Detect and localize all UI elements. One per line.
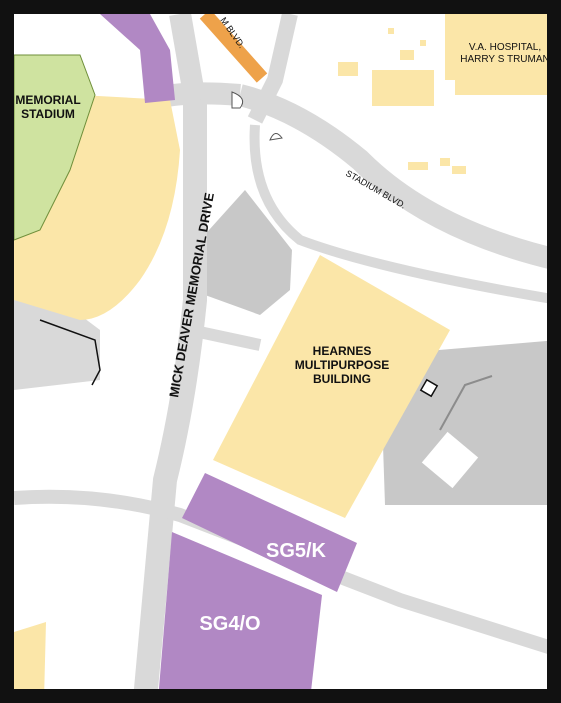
- road-south-diagonal: [13, 489, 561, 657]
- marker-gate: [231, 91, 244, 109]
- label-parking-sg4o: SG4/O: [199, 613, 260, 635]
- road-north: [169, 12, 206, 102]
- building-small: [408, 162, 428, 170]
- road-connector: [188, 324, 262, 351]
- building-small: [338, 62, 358, 76]
- road-m-blvd: [199, 9, 268, 83]
- building-small: [388, 28, 394, 34]
- label-parking-sg5k: SG5/K: [266, 540, 327, 562]
- marker-gate: [269, 133, 283, 141]
- marker-box: [419, 378, 439, 398]
- label-va-hospital-1: V.A. HOSPITAL,: [469, 42, 541, 53]
- small-structure: [421, 431, 479, 489]
- label-hearnes-3: BUILDING: [313, 372, 371, 386]
- road-inner-loop: [249, 124, 559, 305]
- road-mick-deaver: [133, 100, 207, 702]
- label-hearnes-2: MULTIPURPOSE: [295, 358, 389, 372]
- building-southwest: [14, 622, 46, 700]
- building-small: [440, 158, 450, 166]
- building-hearnes[interactable]: [213, 255, 450, 518]
- label-memorial-stadium-1: MEMORIAL: [15, 93, 80, 107]
- label-memorial-stadium-2: STADIUM: [21, 107, 75, 121]
- parking-lot-sg5k[interactable]: [182, 473, 357, 592]
- parking-lot-north[interactable]: [100, 14, 175, 103]
- road-north-east: [247, 12, 298, 124]
- road-stadium-blvd: [237, 84, 561, 271]
- building-small: [452, 166, 466, 174]
- path-line: [439, 375, 493, 431]
- label-va-hospital-2: HARRY S TRUMAN: [460, 54, 549, 65]
- building-va-hospital[interactable]: [445, 14, 558, 95]
- label-hearnes-1: HEARNES: [313, 344, 372, 358]
- outline-path: [39, 319, 101, 386]
- parking-lot-sg4o[interactable]: [158, 532, 322, 700]
- building-va-annex: [372, 70, 434, 106]
- building-small: [420, 40, 426, 46]
- grey-building: [200, 190, 292, 315]
- building-small: [400, 50, 414, 60]
